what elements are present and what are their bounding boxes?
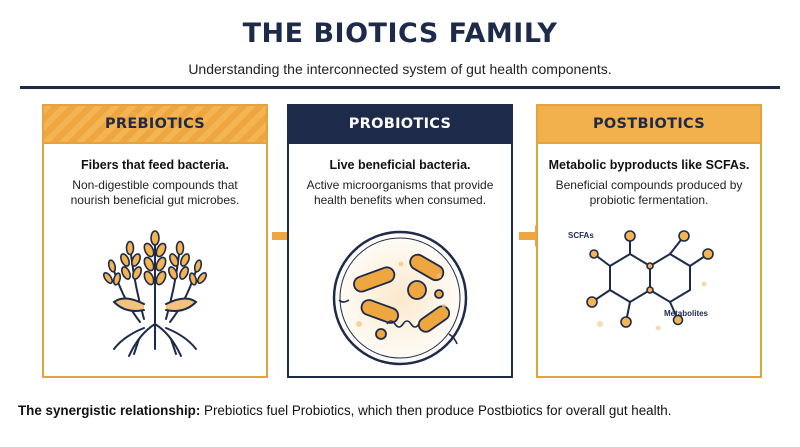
footer-text: Prebiotics fuel Probiotics, which then p… xyxy=(200,403,672,418)
prebiotics-heading: PREBIOTICS xyxy=(44,106,266,144)
probiotics-heading: PROBIOTICS xyxy=(289,106,511,144)
molecule-icon: SCFAs Metabolites xyxy=(568,230,714,331)
scfa-label: SCFAs xyxy=(568,231,594,240)
probiotics-panel: PROBIOTICS Live beneficial bacteria. Act… xyxy=(287,104,513,378)
page-subtitle: Understanding the interconnected system … xyxy=(188,61,612,77)
postbiotics-heading: POSTBIOTICS xyxy=(538,106,760,144)
footer-lead: The synergistic relationship: xyxy=(18,403,201,418)
probiotics-description: Active microorganisms that provide healt… xyxy=(306,178,494,207)
postbiotics-tagline: Metabolic byproducts like SCFAs. xyxy=(548,158,750,172)
page-title: THE BIOTICS FAMILY xyxy=(242,18,558,49)
footer-summary: The synergistic relationship: Prebiotics… xyxy=(18,403,788,418)
probiotics-tagline: Live beneficial bacteria. xyxy=(329,158,471,172)
prebiotics-tagline: Fibers that feed bacteria. xyxy=(81,158,229,172)
prebiotics-description: Non-digestible compounds that nourish be… xyxy=(70,178,240,207)
prebiotics-panel: PREBIOTICS Fibers that feed bacteria. No… xyxy=(42,104,268,378)
bacteria-icon xyxy=(332,230,468,366)
wheat-icon xyxy=(102,230,208,357)
postbiotics-description: Beneficial compounds produced by probiot… xyxy=(555,178,743,207)
metabolites-label: Metabolites xyxy=(664,309,709,318)
postbiotics-panel: POSTBIOTICS Metabolic byproducts like SC… xyxy=(536,104,762,378)
title-divider xyxy=(20,86,780,89)
